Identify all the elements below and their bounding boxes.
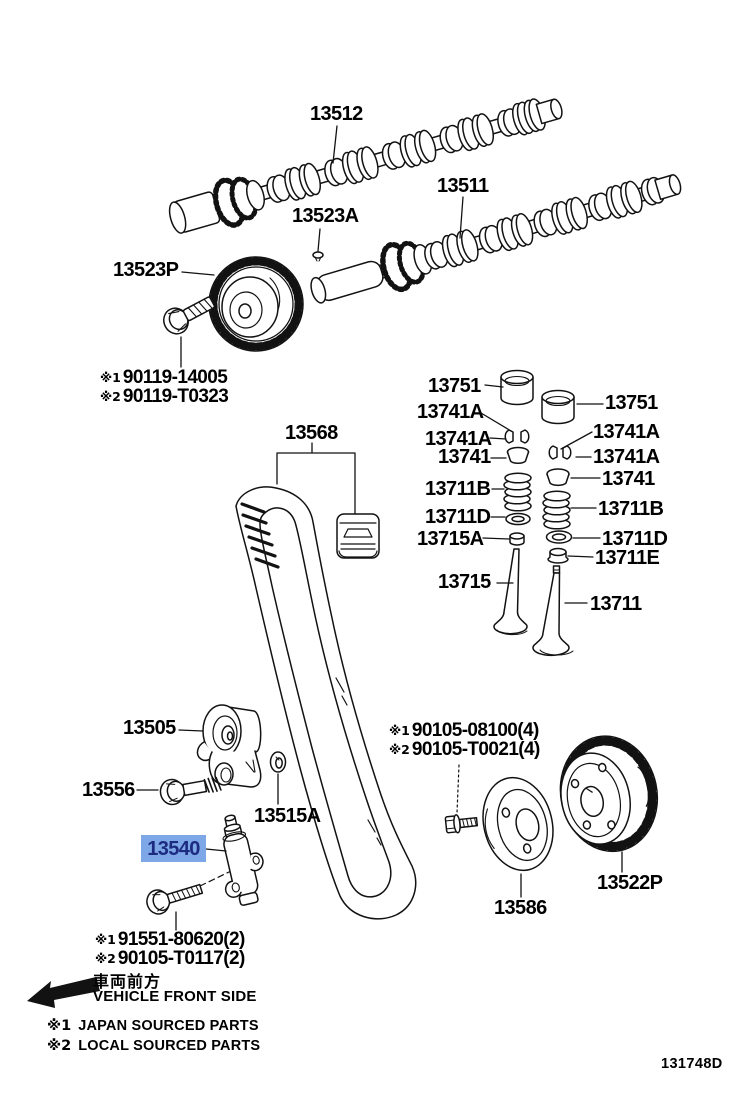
- note-crankshaft-gear-bolt: ※1 90105-08100(4) ※2 90105-T0021(4): [389, 719, 540, 760]
- callout-retainer-lock-right-1[interactable]: 13741A: [593, 421, 660, 443]
- camshaft-timing-pulley-drawing: [208, 256, 304, 352]
- callout-camshaft-no1[interactable]: 13511: [437, 175, 489, 197]
- note-number: 90105-08100(4): [411, 719, 539, 741]
- tensioner-bolt-drawing: [146, 883, 204, 915]
- crankshaft-bolt-drawing: [444, 814, 479, 834]
- valve-lifter-left-drawing: [500, 369, 534, 406]
- idler-bolt-drawing: [159, 776, 222, 806]
- valve-spring-left-drawing: [503, 472, 532, 512]
- timing-belt-drawing: [235, 486, 417, 920]
- callout-valve-lifter-right[interactable]: 13751: [605, 392, 658, 414]
- retainer-lock-right-drawing: [548, 445, 572, 460]
- vehicle-front-label-jp: 車両前方: [93, 974, 162, 991]
- callout-valve-spring-right[interactable]: 13711B: [598, 498, 664, 520]
- note-camshaft-gear-bolt: ※1 90119-14005 ※2 90119-T0323: [100, 366, 229, 407]
- legend-local-sourced: ※2 LOCAL SOURCED PARTS: [47, 1038, 260, 1054]
- valve-exhaust-drawing: [532, 565, 574, 657]
- callout-spring-seat-left[interactable]: 13711D: [425, 506, 491, 528]
- spring-seat-left-drawing: [505, 512, 531, 526]
- callout-belt-tensioner-selected[interactable]: 13540: [141, 835, 206, 862]
- note-ref: ※1: [389, 723, 410, 738]
- callout-valve-spring-left[interactable]: 13711B: [425, 478, 491, 500]
- note-ref: ※1: [95, 932, 116, 947]
- callout-valve-intake[interactable]: 13715: [438, 571, 491, 593]
- callout-crankshaft-timing-gear[interactable]: 13522P: [597, 872, 663, 894]
- note-number: 90105-T0021(4): [411, 738, 540, 760]
- callout-spring-retainer-right[interactable]: 13741: [602, 468, 655, 490]
- callout-spring-retainer-left[interactable]: 13741: [438, 446, 491, 468]
- callout-spring-seat-right[interactable]: 13711D: [602, 528, 668, 550]
- callout-crankshaft-pulley[interactable]: 13586: [494, 897, 547, 919]
- retainer-lock-left-drawing: [504, 429, 530, 444]
- spring-seat-right-drawing: [545, 530, 573, 544]
- note-number: 90105-T0117(2): [117, 947, 245, 969]
- pulley-bolt-drawing: [163, 296, 216, 335]
- legend-japan-sourced: ※1 JAPAN SOURCED PARTS: [47, 1018, 259, 1034]
- vehicle-front-arrow: [27, 977, 100, 1008]
- valve-lifter-right-drawing: [541, 389, 575, 425]
- note-number: 90119-14005: [122, 366, 228, 388]
- note-number: 90119-T0323: [122, 385, 229, 407]
- callout-retainer-lock-left-2[interactable]: 13741A: [425, 428, 492, 450]
- note-ref: ※1: [100, 370, 121, 385]
- camshaft-no1-drawing: [310, 174, 682, 304]
- callout-stem-seal-exhaust[interactable]: 13711E: [595, 547, 660, 569]
- figure-code: 131748D: [661, 1056, 723, 1072]
- note-ref: ※2: [389, 742, 410, 757]
- callout-valve-lifter-left[interactable]: 13751: [428, 375, 481, 397]
- callout-camshaft-timing-pulley[interactable]: 13523P: [113, 259, 179, 281]
- note-ref: ※2: [100, 389, 121, 404]
- callout-idler-bolt[interactable]: 13556: [82, 779, 135, 801]
- note-line: ※1 91551-80620(2): [95, 928, 245, 950]
- legend-ref: ※1: [47, 1018, 72, 1034]
- callout-plate-washer[interactable]: 13515A: [254, 805, 321, 827]
- callout-valve-exhaust[interactable]: 13711: [590, 593, 642, 615]
- spring-retainer-left-drawing: [506, 446, 530, 465]
- callout-retainer-lock-right-2[interactable]: 13741A: [593, 446, 660, 468]
- leader-lines: [136, 125, 623, 931]
- note-line: ※1 90105-08100(4): [389, 719, 540, 741]
- callout-stem-seal-intake[interactable]: 13715A: [417, 528, 484, 550]
- note-line: ※2 90105-T0117(2): [95, 947, 245, 969]
- valve-spring-right-drawing: [542, 490, 571, 530]
- callout-camshaft-no2[interactable]: 13512: [310, 103, 363, 125]
- note-line: ※1 90119-14005: [100, 366, 228, 388]
- belt-sample-drawing: [336, 513, 380, 559]
- spring-retainer-right-drawing: [546, 468, 570, 487]
- callout-idler-pulley[interactable]: 13505: [123, 717, 176, 739]
- camshaft-no2-drawing: [168, 96, 563, 234]
- note-tensioner-bolt: ※1 91551-80620(2) ※2 90105-T0117(2): [95, 928, 245, 969]
- note-number: 91551-80620(2): [117, 928, 245, 950]
- stem-seal-exhaust-drawing: [547, 547, 569, 564]
- crankshaft-timing-gear-drawing: [559, 735, 659, 853]
- crankshaft-pulley-drawing: [482, 776, 554, 872]
- note-line: ※2 90119-T0323: [100, 385, 229, 407]
- callout-camshaft-plate[interactable]: 13523A: [292, 205, 359, 227]
- legend-text: LOCAL SOURCED PARTS: [78, 1038, 261, 1054]
- idler-pulley-drawing: [196, 704, 262, 788]
- callout-timing-belt[interactable]: 13568: [285, 422, 338, 444]
- note-line: ※2 90105-T0021(4): [389, 738, 540, 760]
- plate-washer-drawing: [269, 751, 287, 773]
- legend-ref: ※2: [47, 1038, 72, 1054]
- callout-retainer-lock-left-1[interactable]: 13741A: [417, 401, 484, 423]
- camshaft-plate-drawing: [312, 251, 324, 262]
- stem-seal-intake-drawing: [509, 532, 525, 546]
- valve-intake-drawing: [493, 548, 528, 636]
- vehicle-front-label-en: VEHICLE FRONT SIDE: [93, 988, 257, 1005]
- note-ref: ※2: [95, 951, 116, 966]
- belt-tensioner-drawing: [222, 814, 264, 906]
- legend-text: JAPAN SOURCED PARTS: [78, 1018, 259, 1034]
